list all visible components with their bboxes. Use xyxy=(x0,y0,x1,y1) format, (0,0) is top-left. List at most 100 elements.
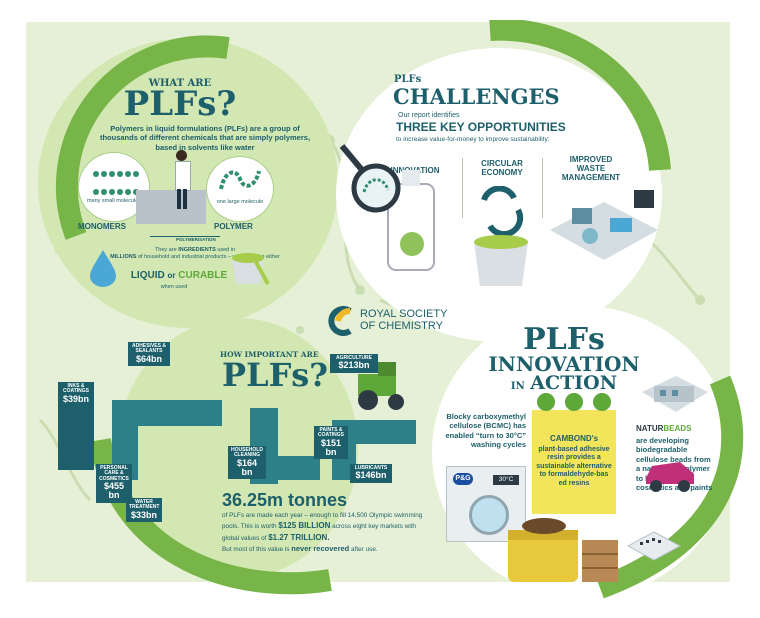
scientist-head xyxy=(176,150,187,161)
scientist-leg-right xyxy=(183,189,187,209)
magnifier-bottle-icon xyxy=(339,144,435,271)
pg-logo: P&G xyxy=(453,473,473,485)
what-are-arc xyxy=(55,35,230,240)
polymer-label: POLYMER xyxy=(214,222,253,231)
market-agriculture: AGRICULTURE $213bn xyxy=(330,354,378,373)
bcmc-text: Blocky carboxymethyl cellulose (BCMC) ha… xyxy=(445,412,526,450)
tonnes-body-2: across eight key markets with global val… xyxy=(222,523,416,542)
monomer-dots xyxy=(92,165,140,201)
curable-bucket-icon xyxy=(232,253,270,285)
market-adhesives-name: ADHESIVES & SEALANTS xyxy=(132,343,166,355)
small-molecules-label: many small molecules xyxy=(86,198,142,204)
market-agriculture-value: $213bn xyxy=(338,360,370,371)
market-paints-value: $151 bn xyxy=(320,437,342,457)
tractor-icon xyxy=(358,362,404,410)
naturbeads-logo: NATURBEADS xyxy=(636,424,691,433)
innovation-title-2: INNOVATION xyxy=(488,352,640,376)
tonnes-figure: 36.25m tonnes xyxy=(222,490,348,510)
market-water-value: $33bn xyxy=(130,509,157,520)
ingredients-highlight: INGREDIENTS xyxy=(178,247,216,253)
polymerisation-arrow xyxy=(150,236,220,237)
trees-icon xyxy=(537,393,611,411)
innovation-title-in: IN xyxy=(510,381,525,392)
rsc-name-line1: ROYAL SOCIETY xyxy=(360,308,448,320)
curable-label: CURABLE xyxy=(178,270,228,281)
large-molecule-label: one large molecule xyxy=(216,199,264,205)
market-personal-care-name: PERSONAL CARE & COSMETICS xyxy=(99,465,129,482)
what-are-description: Polymers in liquid formulations (PLFs) a… xyxy=(99,124,311,152)
challenges-sub: to increase value-for-money to improve s… xyxy=(396,136,550,143)
ingredients-text: They are INGREDIENTS used in MILLIONS of… xyxy=(110,247,280,261)
market-adhesives-value: $64bn xyxy=(135,353,162,364)
or-label: or xyxy=(167,271,176,280)
cambond-name: CAMBOND's xyxy=(549,434,599,443)
market-agriculture-name: AGRICULTURE xyxy=(335,355,372,361)
hay-bales-icon xyxy=(508,518,618,582)
market-water: WATER TREATMENT $33bn xyxy=(126,498,162,522)
innovation-arc xyxy=(596,375,744,599)
tonnes-body-1: of PLFs are made each year – enough to f… xyxy=(222,512,423,531)
market-household: HOUSEHOLD CLEANING $164 bn xyxy=(228,446,266,480)
what-are-title: PLFs? xyxy=(123,84,237,124)
challenges-title: CHALLENGES xyxy=(393,84,560,109)
market-personal-care-value: $455 bn xyxy=(103,480,125,501)
market-inks-name: INKS & COATINGS xyxy=(62,383,90,395)
challenges-kicker: PLFs xyxy=(394,74,422,85)
innovation-title-1: PLFs xyxy=(523,322,605,357)
bead-tray-icon xyxy=(626,531,682,561)
market-paints: PAINTS & COATINGS $151 bn xyxy=(314,426,348,460)
innovation-title-line3: IN ACTION xyxy=(484,372,644,394)
lab-bench xyxy=(136,190,206,224)
recovery-footer-1: But most of this value is xyxy=(222,546,290,553)
monomers-label: MONOMERS xyxy=(78,222,126,231)
market-household-name: HOUSEHOLD CLEANING xyxy=(231,447,263,459)
important-title: PLFs? xyxy=(222,356,329,394)
factory-icon xyxy=(642,376,708,412)
tonnes-body: of PLFs are made each year – enough to f… xyxy=(222,511,432,543)
ingredients-text-1: They are xyxy=(154,247,177,253)
washing-machine: P&G 30°C xyxy=(446,466,526,542)
rsc-name: ROYAL SOCIETY OF CHEMISTRY xyxy=(360,308,448,332)
letter-block-7 xyxy=(58,400,94,470)
challenges-arc xyxy=(489,20,671,171)
washer-temperature: 30°C xyxy=(493,475,519,485)
market-paints-name: PAINTS & COATINGS xyxy=(317,427,345,439)
liquid-label: LIQUID xyxy=(130,270,165,281)
divider-2 xyxy=(542,158,543,218)
market-lubricants-name: LUBRICANTS xyxy=(354,465,388,471)
global-value-highlight: $1.27 TRILLION. xyxy=(268,532,330,542)
scientist-coat xyxy=(175,161,191,191)
millions-highlight: MILLIONS xyxy=(110,254,137,261)
challenges-highlight: THREE KEY OPPORTUNITIES xyxy=(396,120,566,134)
polymer-circle: one large molecule xyxy=(206,156,274,222)
market-lubricants: LUBRICANTS $146bn xyxy=(350,464,392,483)
liquid-or-curable: LIQUID or CURABLE xyxy=(114,270,244,281)
polymer-chain-icon xyxy=(219,170,261,190)
droplet-icon xyxy=(90,250,116,287)
waste-plant-icon xyxy=(550,190,658,260)
polymerisation-label: POLYMERISATION xyxy=(176,237,216,242)
recycle-bucket-icon xyxy=(474,186,528,286)
what-are-kicker: WHAT ARE xyxy=(148,78,212,89)
important-kicker: HOW IMPORTANT ARE xyxy=(220,350,319,359)
market-lubricants-value: $146bn xyxy=(355,470,387,481)
market-inks: INKS & COATINGS $39bn xyxy=(58,382,94,406)
circular-economy-label: CIRCULAR ECONOMY xyxy=(481,159,523,177)
recovery-footer: But most of this value is never recovere… xyxy=(222,544,378,553)
waste-management-label: IMPROVED WASTE MANAGEMENT xyxy=(561,155,621,182)
innovation-title-action: ACTION xyxy=(530,372,618,394)
washer-door xyxy=(469,495,509,535)
naturbeads-logo-beads: BEADS xyxy=(663,424,692,433)
market-water-name: WATER TREATMENT xyxy=(129,499,160,511)
naturbeads-logo-natur: NATUR xyxy=(636,424,664,433)
recovery-footer-2: after use. xyxy=(351,546,378,553)
market-inks-value: $39bn xyxy=(62,393,89,404)
market-household-value: $164 bn xyxy=(236,457,258,477)
market-personal-care: PERSONAL CARE & COSMETICS $455 bn xyxy=(96,464,132,503)
cambond-text: plant-based adhesive resin provides a su… xyxy=(536,446,612,487)
divider-1 xyxy=(462,158,463,218)
ingredients-text-3: of household and industrial products – w… xyxy=(137,254,280,261)
ingredients-text-2: used in xyxy=(217,247,236,253)
cambond-banner: CAMBOND's plant-based adhesive resin pro… xyxy=(532,410,616,514)
